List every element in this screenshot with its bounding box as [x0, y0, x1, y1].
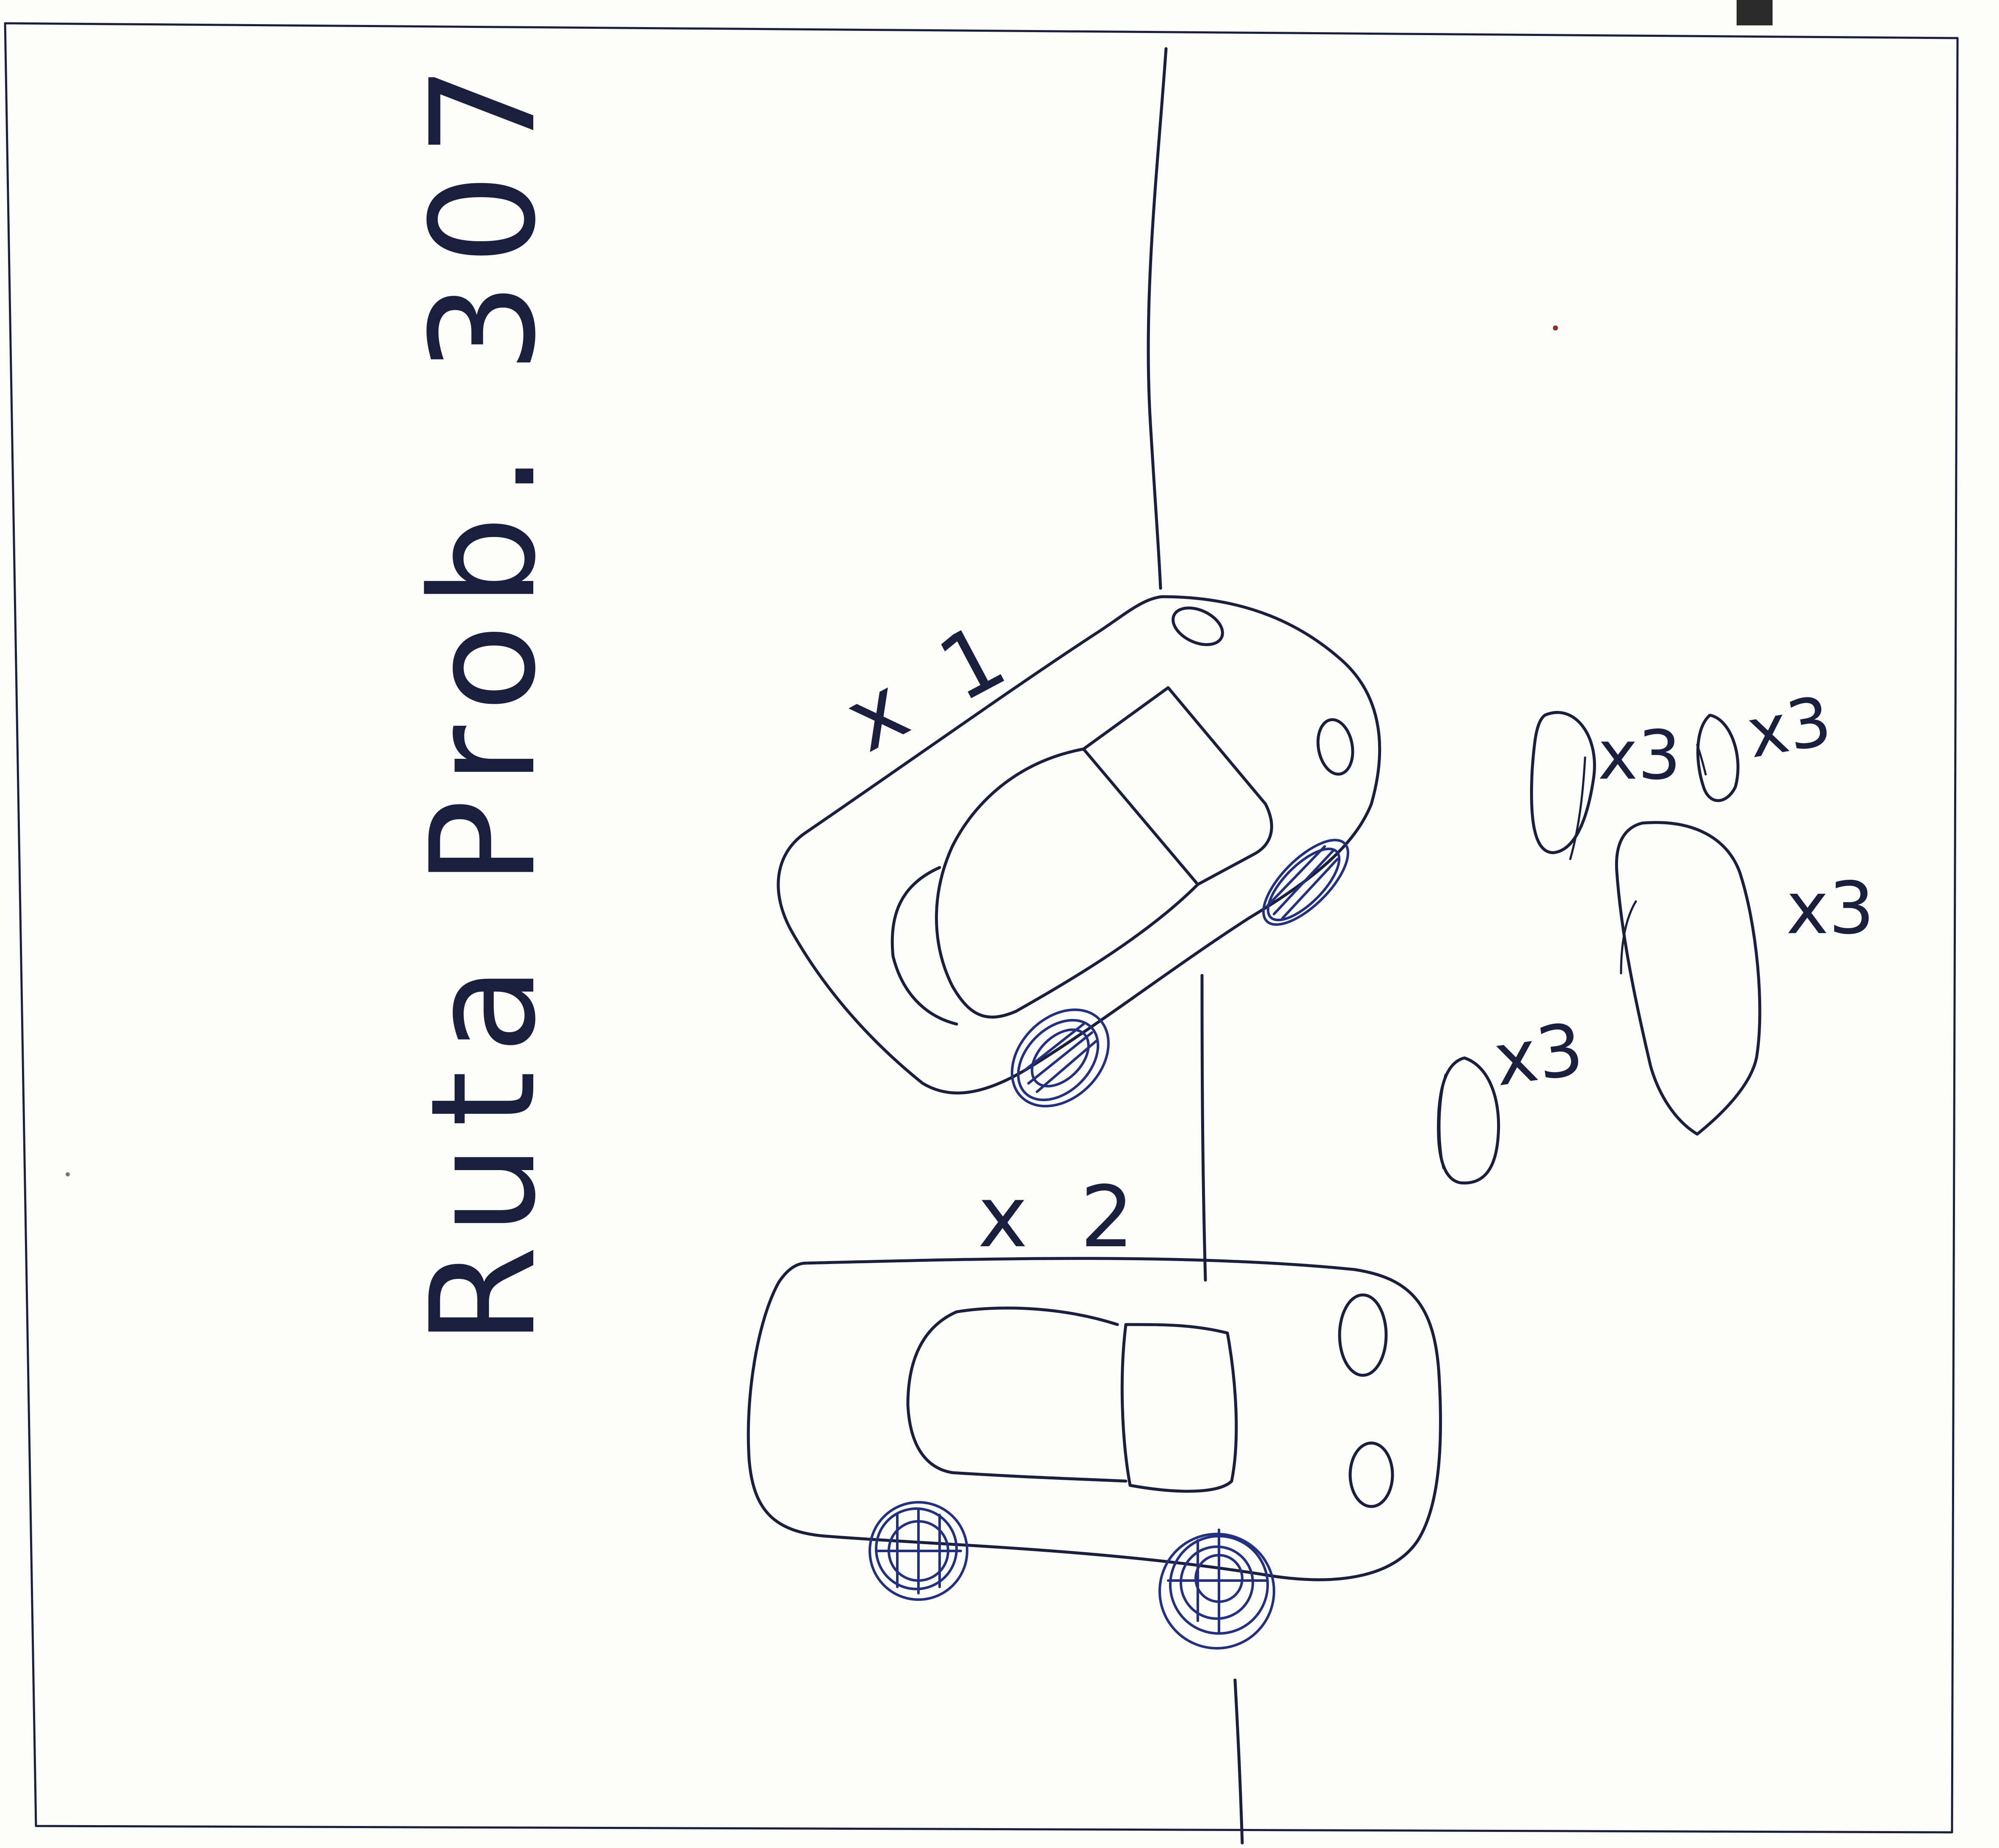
car-1-roof: [935, 747, 1199, 1019]
car-1-wheel-rear: [1011, 1008, 1110, 1107]
car-2-roof: [906, 1306, 1128, 1483]
rock-label: x3: [1786, 867, 1875, 950]
diagram-title: Ruta Prob. 307: [400, 48, 568, 1346]
pebble-c: x3: [1437, 1007, 1588, 1185]
car-2-headlight-bottom: [1348, 1441, 1394, 1508]
car-2-label: x 2: [978, 1168, 1147, 1267]
pebble-c-label: x3: [1489, 1007, 1588, 1102]
pebble-b-outline: [1696, 713, 1740, 802]
rock: x3: [1615, 821, 1875, 1136]
car-2-windshield: [1120, 1323, 1238, 1493]
ink-dot: [1553, 325, 1558, 330]
road-line-top: [1147, 47, 1168, 590]
pebble-b-label: x3: [1741, 681, 1837, 773]
corner-marker: [1737, 0, 1773, 25]
car-1-wheel-front: [1262, 839, 1349, 926]
rock-outline: [1615, 821, 1762, 1136]
car-1-rear-window: [891, 866, 958, 1026]
road-line-middle: [1200, 974, 1207, 1282]
pebble-a-label: x3: [1598, 716, 1681, 795]
car-2: x 2: [747, 1168, 1442, 1650]
car-1-headlight-right: [1316, 718, 1354, 776]
car-2-body: [747, 1257, 1442, 1581]
car-2-headlight-top: [1338, 1293, 1388, 1377]
pebble-c-outline: [1437, 1056, 1500, 1185]
pebble-a: x3: [1530, 711, 1681, 860]
page-border: [4, 22, 1959, 1834]
car-1-body: [777, 595, 1381, 1095]
car-1-windshield: [1082, 686, 1273, 886]
car-1: x 1: [777, 595, 1381, 1107]
car-1-headlight-top: [1172, 606, 1224, 646]
pebble-a-outline: [1530, 711, 1596, 854]
car-2-wheel-left: [869, 1501, 968, 1601]
ink-dot: [66, 1172, 70, 1176]
car-2-wheel-right: [1158, 1529, 1275, 1650]
road-line-bottom: [1233, 1678, 1244, 1845]
pebble-b: x3: [1696, 681, 1837, 802]
